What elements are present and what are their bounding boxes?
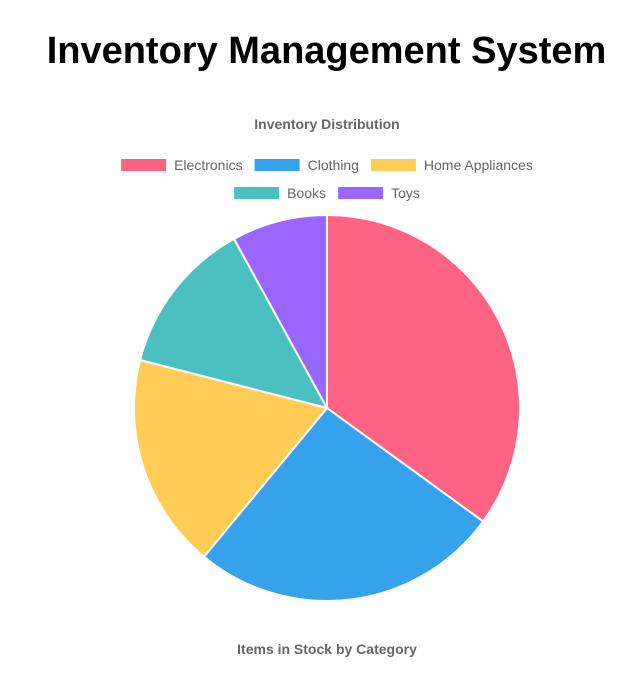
pie-slice-books[interactable] [138,237,329,410]
pie-slice-clothing[interactable] [202,406,485,602]
pie-slices [133,213,521,602]
legend-label-toys: Toys [391,185,420,201]
page-title: Inventory Management System [46,30,607,72]
chart-title: Inventory Distribution [254,116,399,132]
legend-label-clothing: Clothing [308,157,359,173]
legend-label-electronics: Electronics [174,157,242,173]
legend-swatch-home-appliances [370,159,416,171]
legend-item-toys[interactable]: Toys [338,185,420,201]
legend-item-home-appliances[interactable]: Home Appliances [370,157,533,173]
legend-swatch-books [234,187,280,199]
legend-item-books[interactable]: Books [234,185,326,201]
legend-swatch-toys [338,187,384,199]
legend-swatch-electronics [121,159,167,171]
pie-slice-home-appliances[interactable] [133,358,329,559]
legend-label-books: Books [287,185,326,201]
pie-slice-toys[interactable] [232,213,328,409]
chart-container: Inventory Distribution Electronics Clothi… [0,100,641,673]
legend-label-home-appliances: Home Appliances [424,157,533,173]
pie-slice-electronics[interactable] [326,213,521,523]
legend-item-clothing[interactable]: Clothing [254,157,359,173]
pie-chart: Inventory Distribution Electronics Clothi… [121,116,533,657]
chart-subtitle: Items in Stock by Category [237,641,417,657]
legend-item-electronics[interactable]: Electronics [121,157,243,173]
legend-swatch-clothing [254,159,300,171]
